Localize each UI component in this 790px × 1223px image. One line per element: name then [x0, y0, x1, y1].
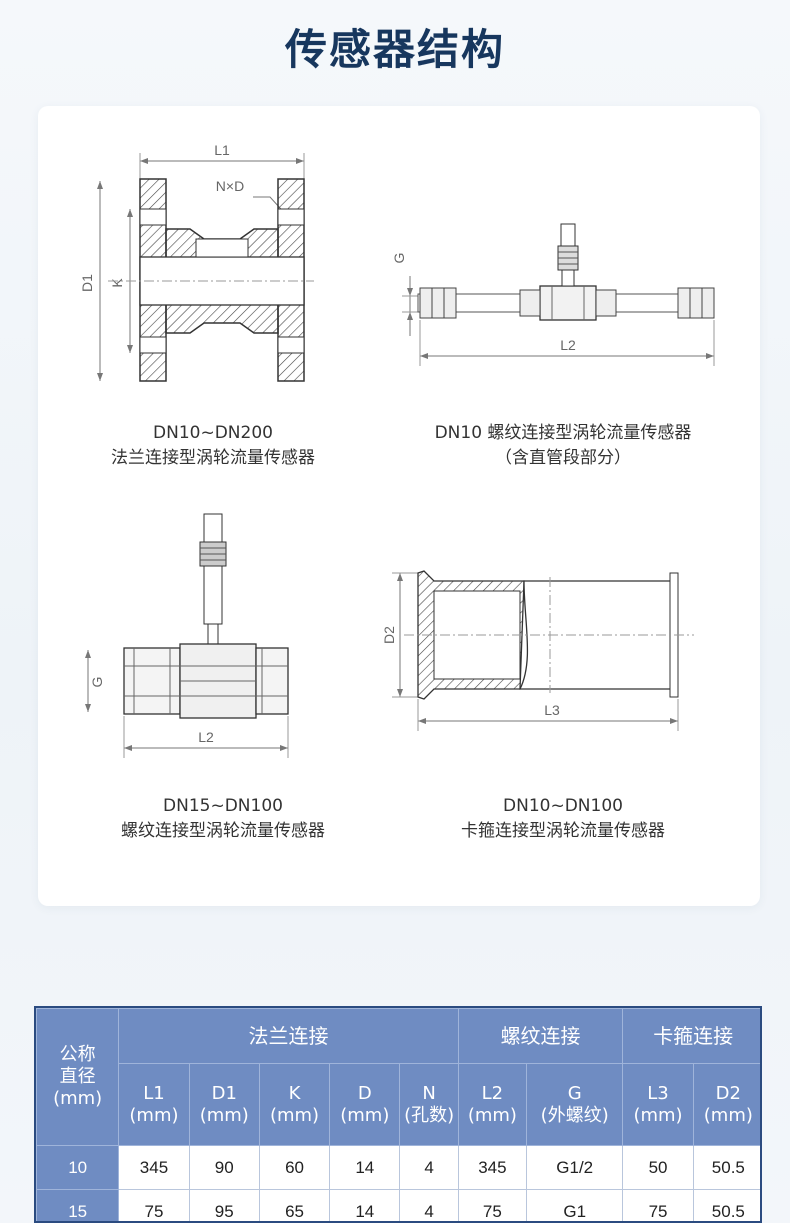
column-header: G(外螺纹)	[526, 1063, 624, 1146]
dim-g-label: G	[391, 253, 407, 264]
group-header-flange: 法兰连接	[118, 1008, 459, 1064]
table-row: 15 75 95 65 14 4 75 G1 75 50.5	[36, 1189, 760, 1221]
column-header: L2(mm)	[457, 1063, 528, 1146]
column-header: D2(mm)	[692, 1063, 760, 1146]
sensor-structure-card: L1 N×D D1 K	[38, 106, 760, 906]
column-header: D1(mm)	[188, 1063, 260, 1146]
threaded-caption-name: 螺纹连接型涡轮流量传感器	[121, 821, 325, 841]
threaded-pipe-caption-note: （含直管段部分）	[495, 448, 631, 468]
dim-d2-label: D2	[381, 626, 397, 644]
dim-k-label: K	[109, 278, 125, 288]
dim-l1-label: L1	[214, 142, 230, 158]
dim-l2-label-2: L2	[198, 729, 214, 745]
flange-caption-range: DN10~DN200	[153, 423, 273, 443]
threaded-pipe-caption: DN10 螺纹连接型涡轮流量传感器 （含直管段部分）	[378, 421, 748, 471]
table-corner-header: 公称 直径 (mm)	[36, 1008, 120, 1146]
clamp-caption-name: 卡箍连接型涡轮流量传感器	[461, 821, 665, 841]
threaded-caption-range: DN15~DN100	[163, 796, 283, 816]
spec-table: 公称 直径 (mm) 法兰连接 螺纹连接 卡箍连接 L1(mm) D1(mm) …	[34, 1006, 762, 1223]
threaded-pipe-caption-name: DN10 螺纹连接型涡轮流量传感器	[434, 423, 692, 443]
column-header: N(孔数)	[399, 1063, 459, 1146]
threaded-pipe-sensor-drawing: G	[388, 216, 718, 386]
flange-caption-name: 法兰连接型涡轮流量传感器	[111, 448, 315, 468]
column-header: L3(mm)	[622, 1063, 694, 1146]
clamp-sensor-drawing: D2 L3	[374, 561, 714, 741]
clamp-caption: DN10~DN100 卡箍连接型涡轮流量传感器	[388, 794, 738, 844]
clamp-caption-range: DN10~DN100	[503, 796, 623, 816]
dim-l3-label: L3	[544, 702, 560, 718]
group-header-clamp: 卡箍连接	[622, 1008, 760, 1064]
column-header: L1(mm)	[118, 1063, 190, 1146]
column-header: K(mm)	[258, 1063, 331, 1146]
dim-g-label-2: G	[89, 677, 105, 688]
dim-d1-label: D1	[79, 274, 95, 292]
column-header: D(mm)	[329, 1063, 401, 1146]
page-title: 传感器结构	[284, 25, 505, 74]
group-header-thread: 螺纹连接	[457, 1008, 624, 1064]
table-row: 10 345 90 60 14 4 345 G1/2 50 50.5	[36, 1145, 760, 1190]
flange-sensor-drawing: L1 N×D D1 K	[78, 141, 318, 396]
threaded-sensor-drawing: G L2	[74, 506, 314, 766]
flange-caption: DN10~DN200 法兰连接型涡轮流量传感器	[58, 421, 368, 471]
dim-l2-label: L2	[560, 337, 576, 353]
threaded-caption: DN15~DN100 螺纹连接型涡轮流量传感器	[58, 794, 388, 844]
dim-nxd-label: N×D	[216, 178, 244, 194]
